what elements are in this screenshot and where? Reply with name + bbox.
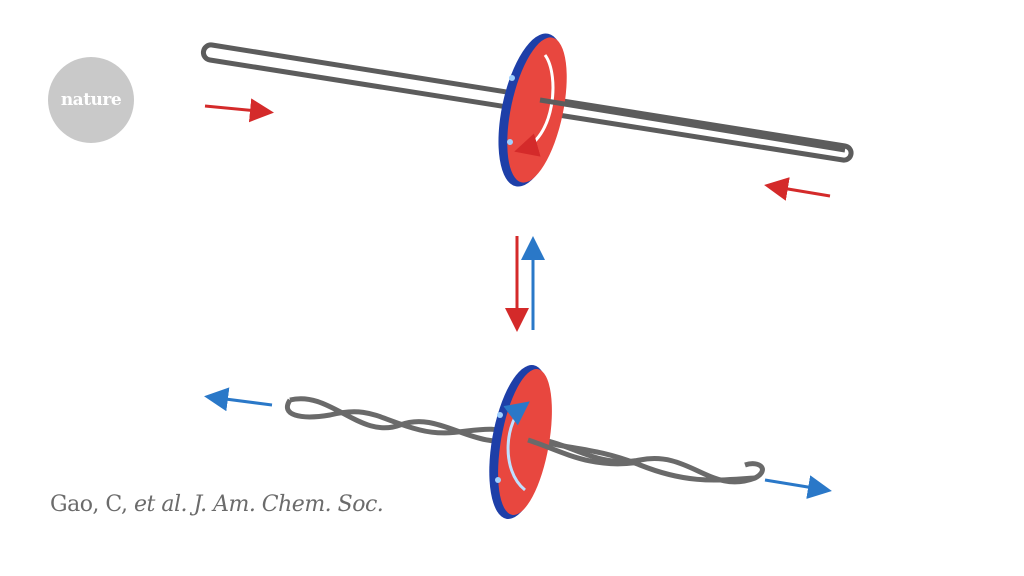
caption-authors: Gao, C,	[50, 492, 128, 517]
twisted-rod	[285, 396, 765, 485]
red-arrow-right	[204, 98, 274, 123]
blue-arrow-left	[204, 387, 273, 412]
ring-disc-top	[498, 33, 567, 187]
straight-rod	[200, 42, 854, 163]
red-arrow-left	[764, 177, 831, 201]
caption-journal: J. Am. Chem. Soc.	[193, 492, 384, 517]
citation-caption: Gao, C, et al. J. Am. Chem. Soc.	[50, 492, 384, 517]
logo-text: nature	[60, 90, 122, 110]
caption-etal: et al.	[133, 492, 188, 517]
nature-logo: nature	[48, 57, 134, 143]
blue-arrow-right	[764, 475, 832, 499]
ring-disc-bottom	[489, 365, 552, 519]
